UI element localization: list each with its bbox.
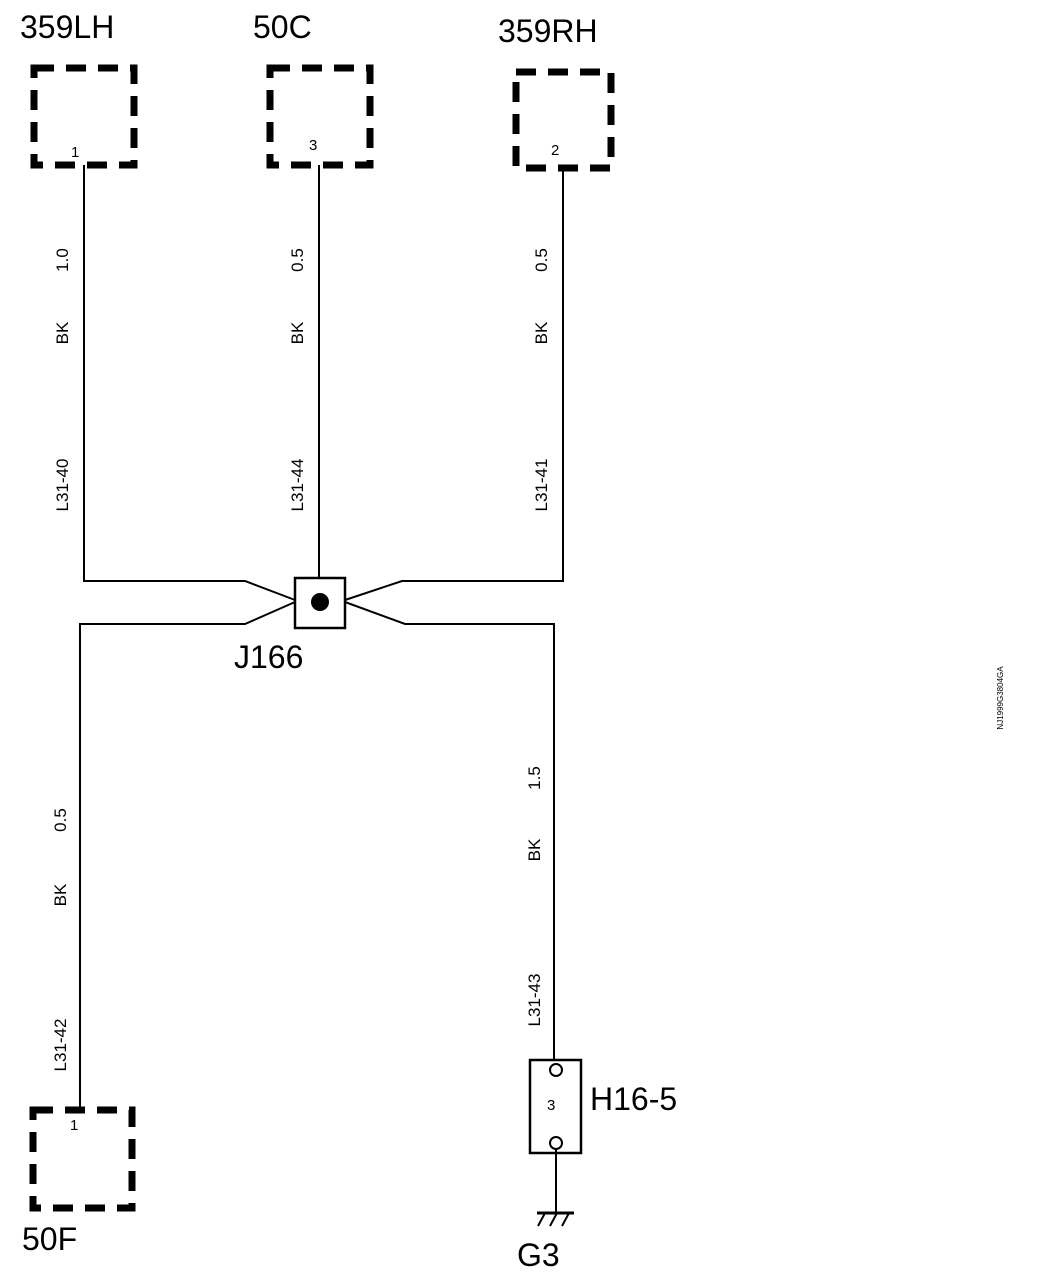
ground-g3: G3 [517, 1149, 574, 1273]
ground-g3-hatch-3 [561, 1212, 570, 1227]
wire-l31-41-size: 0.5 [532, 248, 551, 272]
wire-l31-43-size: 1.5 [525, 766, 544, 790]
connector-359rh: 359RH 2 [498, 13, 615, 172]
wire-l31-41-color: BK [532, 321, 551, 344]
wire-l31-40-path [83, 165, 296, 601]
wire-l31-44-circuit: L31-44 [288, 459, 307, 512]
connector-359rh-label: 359RH [498, 13, 598, 49]
connector-50c: 50C 3 [253, 9, 374, 169]
reference-code: NJ1999G3804GA [996, 666, 1005, 730]
connector-359rh-outline [512, 68, 615, 172]
device-h16-5-terminal-top [549, 1063, 563, 1077]
ground-g3-hatch-1 [537, 1212, 546, 1227]
wire-l31-42-color: BK [51, 883, 70, 906]
wire-l31-41: 0.5 BK L31-41 [344, 168, 564, 601]
wire-l31-42: 0.5 BK L31-42 [51, 601, 296, 1110]
connector-359rh-pin: 2 [551, 142, 559, 159]
ground-g3-label: G3 [517, 1237, 560, 1273]
device-h16-5: 3 H16-5 [528, 1058, 677, 1155]
wire-l31-42-size: 0.5 [51, 808, 70, 832]
wire-l31-44: 0.5 BK L31-44 [288, 165, 320, 578]
wire-l31-40: 1.0 BK L31-40 [53, 165, 296, 601]
connector-359lh-pin: 1 [71, 144, 79, 161]
wire-l31-41-path [344, 168, 564, 601]
connector-359lh-outline [30, 64, 138, 169]
wire-l31-40-circuit: L31-40 [53, 459, 72, 512]
connector-50f-pin: 1 [70, 1117, 78, 1134]
connector-50f-outline [29, 1106, 136, 1212]
wire-l31-43-circuit: L31-43 [525, 974, 544, 1027]
wire-l31-43-path [344, 601, 555, 1062]
connector-359lh: 359LH 1 [20, 9, 138, 169]
connector-50c-outline [266, 64, 374, 169]
connector-359lh-label: 359LH [20, 9, 114, 45]
ground-g3-hatch-2 [549, 1212, 558, 1227]
wire-l31-40-size: 1.0 [53, 248, 72, 272]
splice-j166: J166 [234, 576, 347, 675]
wire-l31-44-color: BK [288, 321, 307, 344]
device-h16-5-pin: 3 [547, 1097, 555, 1114]
wire-l31-44-size: 0.5 [288, 248, 307, 272]
wire-l31-40-color: BK [53, 321, 72, 344]
connector-50c-pin: 3 [309, 137, 317, 154]
wire-l31-43-color: BK [525, 838, 544, 861]
wire-l31-42-path [79, 601, 296, 1110]
device-h16-5-terminal-bottom [549, 1136, 563, 1150]
device-h16-5-label: H16-5 [590, 1081, 677, 1117]
wire-l31-43: 1.5 BK L31-43 [344, 601, 555, 1062]
wire-l31-41-circuit: L31-41 [532, 459, 551, 512]
wire-l31-42-circuit: L31-42 [51, 1019, 70, 1072]
connector-50f: 50F 1 [22, 1106, 136, 1257]
splice-j166-label: J166 [234, 639, 303, 675]
connector-50f-label: 50F [22, 1221, 77, 1257]
connector-50c-label: 50C [253, 9, 312, 45]
splice-j166-dot [311, 593, 329, 611]
